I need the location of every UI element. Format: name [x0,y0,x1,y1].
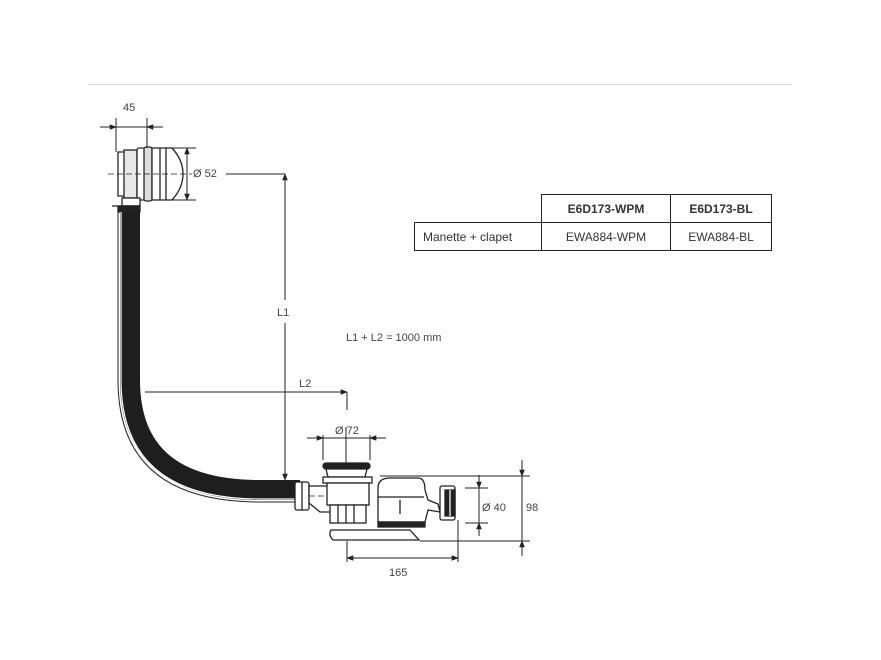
dimension-height [380,460,530,556]
dimension-width [346,520,459,562]
length-formula: L1 + L2 = 1000 mm [346,332,441,344]
table-header-cell: E6D173-WPM [541,194,671,223]
dimension-45 [100,118,163,152]
dimension-drain-diameter [307,435,386,460]
table-cell: EWA884-WPM [541,222,671,251]
height-label: 98 [526,502,538,514]
top-divider [88,84,792,85]
length-2-label: L2 [299,378,311,390]
dimension-overflow-diameter [168,147,196,201]
overflow-head [108,146,192,213]
table-header-cell: E6D173-BL [670,194,772,223]
dimension-outlet-diameter [465,475,488,536]
table-row-label: Manette + clapet [414,222,542,251]
dimension-L2 [145,389,348,410]
table-row: Manette + clapet EWA884-WPM EWA884-BL [414,222,772,251]
table-header-row: E6D173-WPM E6D173-BL [414,194,772,223]
head-depth-label: 45 [123,102,135,114]
drain-diameter-label: Ø 72 [335,425,359,437]
length-1-label: L1 [277,307,289,319]
flexible-hose [117,212,300,503]
table-cell: EWA884-BL [670,222,772,251]
outlet-diameter-label: Ø 40 [482,502,506,514]
overflow-diameter-label: Ø 52 [193,168,217,180]
drain-assembly [294,427,456,541]
reference-table: E6D173-WPM E6D173-BL Manette + clapet EW… [414,194,772,251]
width-label: 165 [389,567,407,579]
table-corner-cell [414,194,542,223]
